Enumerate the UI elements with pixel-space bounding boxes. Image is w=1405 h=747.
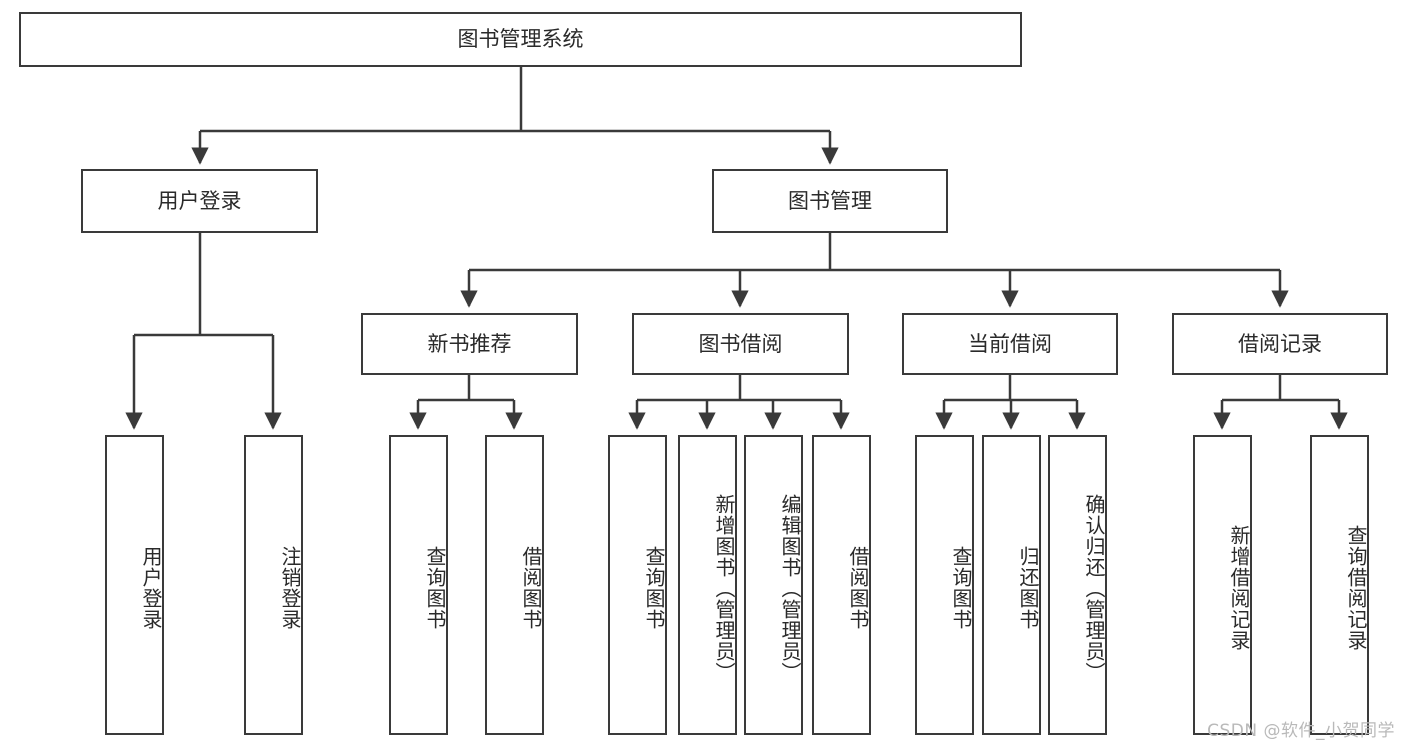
leaf-query-book-3[interactable]: 查询图书 (915, 435, 974, 735)
leaf-logout-label: 注销登录 (278, 546, 302, 630)
leaf-logout[interactable]: 注销登录 (244, 435, 303, 735)
node-new-book-recommend-label: 新书推荐 (427, 331, 512, 356)
node-current-borrow-label: 当前借阅 (968, 331, 1052, 356)
node-book-management[interactable]: 图书管理 (712, 169, 948, 233)
leaf-query-book-1[interactable]: 查询图书 (389, 435, 448, 735)
leaf-add-book[interactable]: 新增图书（管理员） (678, 435, 737, 735)
leaf-borrow-book-2-label: 借阅图书 (846, 546, 870, 630)
leaf-confirm-return-label: 确认归还（管理员） (1082, 493, 1106, 683)
leaf-query-record-label: 查询借阅记录 (1344, 525, 1368, 651)
node-new-book-recommend[interactable]: 新书推荐 (361, 313, 578, 375)
leaf-confirm-return[interactable]: 确认归还（管理员） (1048, 435, 1107, 735)
leaf-query-book-2-label: 查询图书 (642, 546, 666, 630)
node-root-label: 图书管理系统 (457, 27, 584, 52)
node-book-borrow[interactable]: 图书借阅 (632, 313, 849, 375)
node-user-login-label: 用户登录 (157, 188, 242, 213)
watermark: CSDN @软件_小贺同学 (1207, 721, 1395, 741)
leaf-edit-book[interactable]: 编辑图书（管理员） (744, 435, 803, 735)
node-user-login[interactable]: 用户登录 (81, 169, 318, 233)
leaf-add-record[interactable]: 新增借阅记录 (1193, 435, 1252, 735)
leaf-user-login[interactable]: 用户登录 (105, 435, 164, 735)
node-current-borrow[interactable]: 当前借阅 (902, 313, 1118, 375)
leaf-query-record[interactable]: 查询借阅记录 (1310, 435, 1369, 735)
leaf-return-book-label: 归还图书 (1016, 546, 1040, 630)
leaf-add-record-label: 新增借阅记录 (1227, 525, 1251, 651)
node-book-borrow-label: 图书借阅 (698, 331, 783, 356)
node-borrow-record[interactable]: 借阅记录 (1172, 313, 1388, 375)
leaf-edit-book-label: 编辑图书（管理员） (778, 493, 802, 683)
leaf-query-book-3-label: 查询图书 (949, 546, 973, 630)
leaf-borrow-book-1-label: 借阅图书 (519, 546, 543, 630)
leaf-query-book-1-label: 查询图书 (423, 546, 447, 630)
leaf-return-book[interactable]: 归还图书 (982, 435, 1041, 735)
leaf-user-login-label: 用户登录 (139, 546, 163, 630)
node-borrow-record-label: 借阅记录 (1238, 331, 1322, 356)
node-root[interactable]: 图书管理系统 (19, 12, 1022, 67)
leaf-add-book-label: 新增图书（管理员） (712, 493, 736, 683)
leaf-borrow-book-1[interactable]: 借阅图书 (485, 435, 544, 735)
leaf-borrow-book-2[interactable]: 借阅图书 (812, 435, 871, 735)
node-book-management-label: 图书管理 (788, 188, 872, 213)
leaf-query-book-2[interactable]: 查询图书 (608, 435, 667, 735)
